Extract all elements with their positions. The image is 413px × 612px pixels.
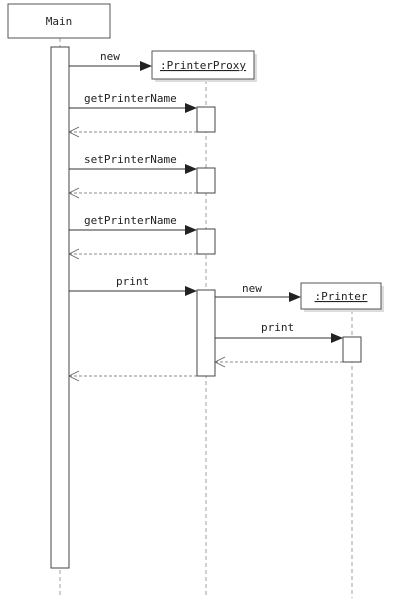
- activation-printer-print: [342, 336, 362, 363]
- message-print-proxy: print: [67, 275, 197, 382]
- participant-printerproxy: :PrinterProxy: [151, 50, 257, 82]
- message-setprintername-label: setPrinterName: [84, 153, 177, 166]
- message-getprintername-1-label: getPrinterName: [84, 92, 177, 105]
- activation-proxy-setprintername: [196, 167, 216, 194]
- message-print-printer-label: print: [261, 321, 294, 334]
- message-new-printer: new: [215, 282, 301, 302]
- message-print-proxy-label: print: [116, 275, 149, 288]
- activation-proxy-print: [196, 289, 216, 377]
- message-new-printerproxy: new: [69, 50, 152, 71]
- message-getprintername-2-label: getPrinterName: [84, 214, 177, 227]
- activation-proxy-getprintername-2: [196, 228, 216, 255]
- participant-printer: :Printer: [300, 282, 384, 312]
- message-getprintername-2: getPrinterName: [67, 214, 197, 260]
- message-new-printer-label: new: [242, 282, 262, 295]
- message-new-printerproxy-label: new: [100, 50, 120, 63]
- activation-main: [50, 46, 70, 569]
- participant-main-label: Main: [46, 15, 73, 28]
- participant-printer-label: :Printer: [315, 290, 368, 303]
- participant-printerproxy-label: :PrinterProxy: [160, 59, 246, 72]
- message-print-printer: print: [213, 321, 343, 368]
- message-getprintername-1: getPrinterName: [67, 92, 197, 138]
- participant-main: Main: [7, 3, 111, 39]
- activation-proxy-getprintername-1: [196, 106, 216, 133]
- message-setprintername: setPrinterName: [67, 153, 197, 199]
